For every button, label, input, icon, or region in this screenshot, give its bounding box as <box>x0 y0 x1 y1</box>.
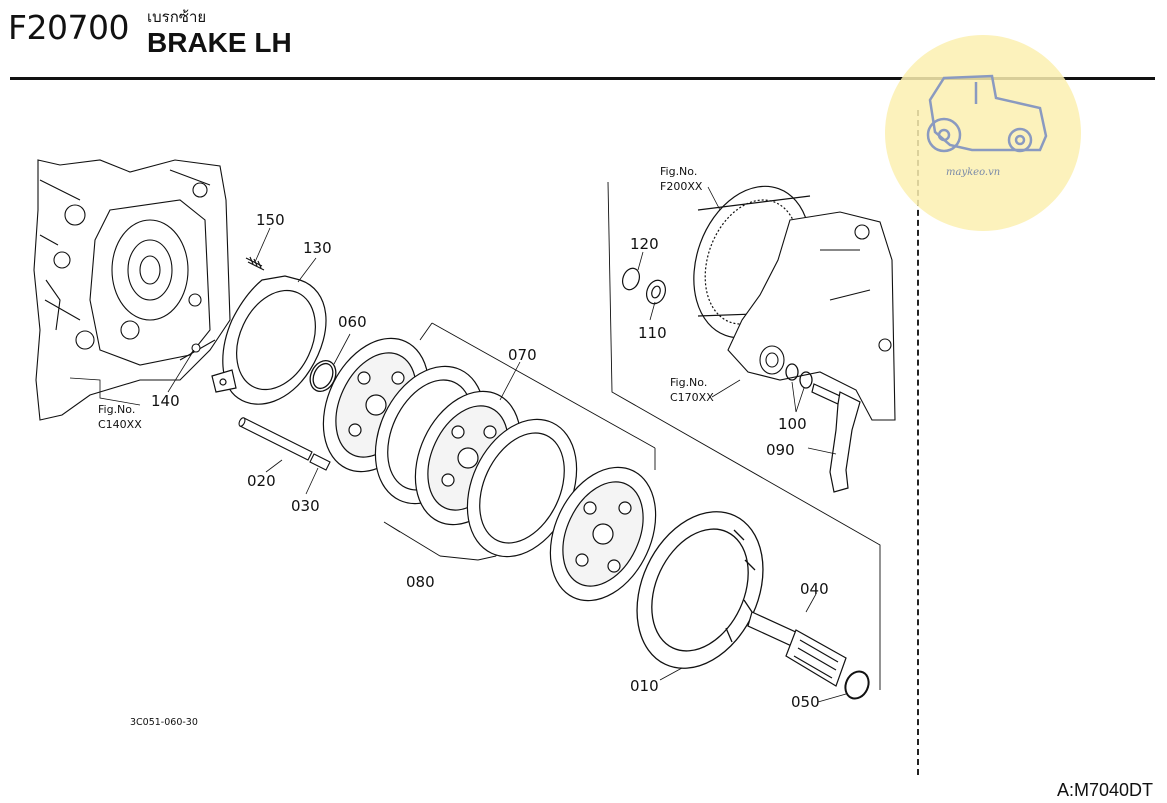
part-150-spring-pin <box>245 256 265 271</box>
part-100-o-rings <box>785 363 813 389</box>
part-110-bearing <box>645 279 667 305</box>
part-020-shaft <box>238 417 313 461</box>
brake-housing <box>727 211 896 421</box>
label-090: 090 <box>766 441 795 459</box>
fig-ref-code-c140: C140XX <box>98 418 142 431</box>
label-140: 140 <box>151 392 180 410</box>
part-120-snap-ring <box>621 267 641 291</box>
label-070: 070 <box>508 346 537 364</box>
label-110: 110 <box>638 324 667 342</box>
drawing-number: 3C051-060-30 <box>130 717 198 728</box>
group-070-bracket <box>419 322 656 470</box>
part-040-shaft <box>747 611 847 687</box>
tractor-icon <box>926 74 1048 153</box>
fig-ref-label-f200: Fig.No. <box>660 165 697 178</box>
model-code: A:M7040DT <box>1056 780 1153 800</box>
transmission-case <box>33 159 231 421</box>
fig-ref-code-f200: F200XX <box>660 180 703 193</box>
leader-lines <box>69 186 847 703</box>
watermark: maykeo.vn <box>885 35 1081 231</box>
group-right-bracket <box>607 181 881 690</box>
figure-refs: Fig.No. C140XX Fig.No. F200XX Fig.No. C1… <box>98 165 714 431</box>
part-030-pin <box>309 453 331 471</box>
section-title-thai: เบรกซ้าย <box>147 8 207 26</box>
part-010-brake-ring <box>636 511 764 669</box>
group-080-bracket <box>383 521 501 561</box>
page-boundary-dashed-line <box>917 110 919 775</box>
label-030: 030 <box>291 497 320 515</box>
label-020: 020 <box>247 472 276 490</box>
fig-ref-code-c170: C170XX <box>670 391 714 404</box>
watermark-text: maykeo.vn <box>946 167 1000 178</box>
section-code: F20700 <box>8 8 129 47</box>
label-120: 120 <box>630 235 659 253</box>
part-070-friction-disc-3 <box>549 466 657 602</box>
label-100: 100 <box>778 415 807 433</box>
part-130-plate <box>211 275 327 405</box>
watermark-circle <box>885 35 1081 231</box>
part-050-o-ring <box>844 670 870 700</box>
part-080-steel-plate-2 <box>466 418 578 558</box>
label-080: 080 <box>406 573 435 591</box>
fig-ref-label-c170: Fig.No. <box>670 376 707 389</box>
part-labels: 150 130 060 070 140 020 030 080 040 010 … <box>151 211 829 711</box>
label-040: 040 <box>800 580 829 598</box>
fig-ref-label-c140: Fig.No. <box>98 403 135 416</box>
section-title: BRAKE LH <box>147 27 292 58</box>
label-150: 150 <box>256 211 285 229</box>
part-090-lever <box>811 383 861 493</box>
label-010: 010 <box>630 677 659 695</box>
label-060: 060 <box>338 313 367 331</box>
label-130: 130 <box>303 239 332 257</box>
label-050: 050 <box>791 693 820 711</box>
header-divider <box>10 77 1155 80</box>
